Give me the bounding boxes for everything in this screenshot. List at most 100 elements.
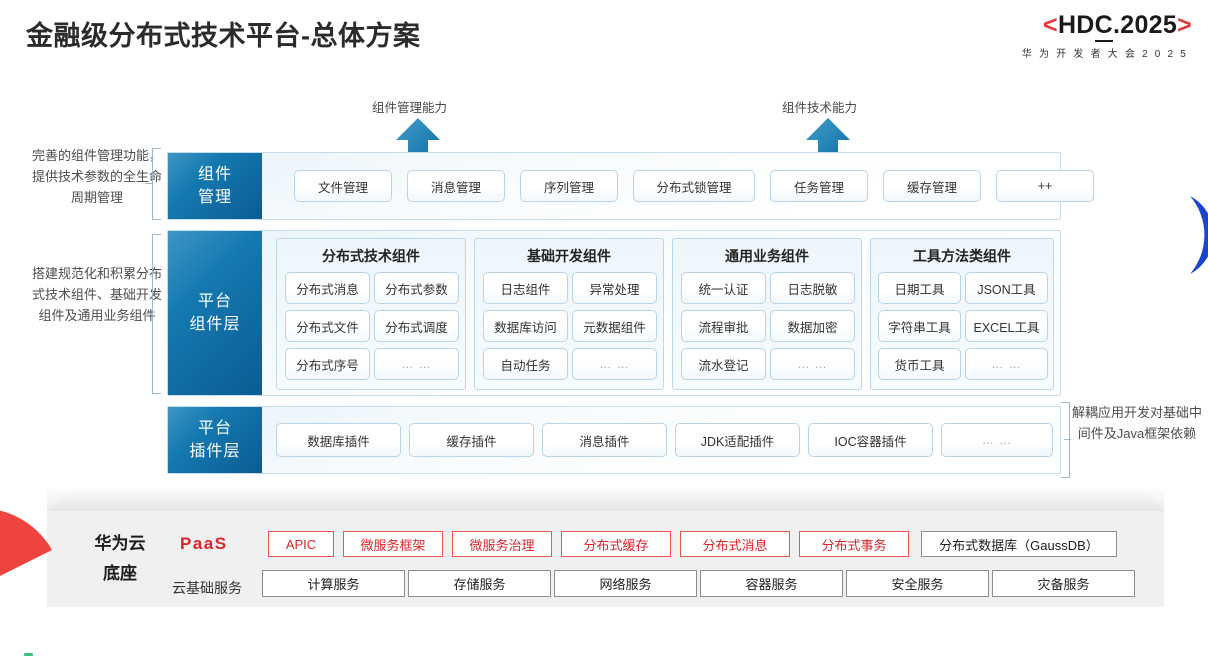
component-group-tool-methods: 工具方法类组件 日期工具 JSON工具 字符串工具 EXCEL工具 货币工具 …… <box>870 238 1054 390</box>
group-item[interactable]: 分布式参数 <box>374 272 459 304</box>
logo-bracket-left-icon: < <box>1043 11 1058 39</box>
layer-tag-component-management: 组件 管理 <box>168 153 262 219</box>
right-brace-tick-1 <box>1064 439 1071 441</box>
group-item[interactable]: JSON工具 <box>965 272 1048 304</box>
left-brace-1 <box>152 148 161 220</box>
hdc-logo: <HDC.2025> 华 为 开 发 者 大 会 2 0 2 5 <box>1021 11 1192 60</box>
component-item-message-management[interactable]: 消息管理 <box>407 170 505 202</box>
group-item[interactable]: 日志组件 <box>483 272 568 304</box>
plugin-item-database[interactable]: 数据库插件 <box>276 423 401 457</box>
component-group-distributed-tech: 分布式技术组件 分布式消息 分布式参数 分布式文件 分布式调度 分布式序号 … … <box>276 238 466 390</box>
group-item[interactable]: 分布式序号 <box>285 348 370 380</box>
capability-label-management: 组件管理能力 <box>372 101 448 115</box>
capability-label-technology: 组件技术能力 <box>782 101 858 115</box>
component-item-file-management[interactable]: 文件管理 <box>294 170 392 202</box>
plugin-item-message[interactable]: 消息插件 <box>542 423 667 457</box>
logo-underlined-letter: C <box>1094 11 1114 42</box>
left-annotation-2: 搭建规范化和积累分布式技术组件、基础开发组件及通用业务组件 <box>32 266 163 323</box>
logo-tail: .2025 <box>1113 11 1178 39</box>
platform-plugin-layer-card: 平台 插件层 数据库插件 缓存插件 消息插件 JDK适配插件 IOC容器插件 …… <box>167 406 1061 474</box>
group-item[interactable]: 统一认证 <box>681 272 766 304</box>
hdc-logo-subtitle: 华 为 开 发 者 大 会 2 0 2 5 <box>1021 49 1188 60</box>
cloud-item-security[interactable]: 安全服务 <box>846 570 989 597</box>
green-tick-marker-icon <box>24 653 33 656</box>
cloud-item-compute[interactable]: 计算服务 <box>262 570 405 597</box>
group-title: 通用业务组件 <box>725 248 809 264</box>
component-item-distributed-lock-management[interactable]: 分布式锁管理 <box>633 170 755 202</box>
component-item-more[interactable]: ++ <box>996 170 1094 202</box>
layer-tag-line2: 管理 <box>197 189 232 206</box>
cloud-item-storage[interactable]: 存储服务 <box>408 570 551 597</box>
paas-item-distributed-cache[interactable]: 分布式缓存 <box>561 531 671 557</box>
right-annotation-1: 解耦应用开发对基础中间件及Java框架依赖 <box>1072 405 1203 441</box>
layer-tag-platform-component: 平台 组件层 <box>168 231 262 395</box>
group-title: 基础开发组件 <box>527 248 611 264</box>
plugin-item-ioc-container[interactable]: IOC容器插件 <box>808 423 933 457</box>
hdc-logo-main: <HDC.2025> <box>1022 11 1192 42</box>
group-item[interactable]: 异常处理 <box>572 272 657 304</box>
group-item-more[interactable]: … … <box>770 348 855 380</box>
base-title-line2: 底座 <box>103 564 137 583</box>
component-group-general-business: 通用业务组件 统一认证 日志脱敏 流程审批 数据加密 流水登记 … … <box>672 238 862 390</box>
paas-item-distributed-database[interactable]: 分布式数据库（GaussDB） <box>921 531 1117 557</box>
paas-item-microservice-governance[interactable]: 微服务治理 <box>452 531 552 557</box>
cloud-item-network[interactable]: 网络服务 <box>554 570 697 597</box>
base-slab-top-surface <box>47 489 1164 511</box>
layer-tag-line1: 平台 <box>197 420 232 437</box>
left-annotation-1: 完善的组件管理功能，提供技术参数的全生命周期管理 <box>32 148 163 205</box>
arrow-up-management-icon <box>396 118 440 164</box>
base-title: 华为云 底座 <box>72 529 168 589</box>
logo-text: HD <box>1057 11 1095 39</box>
layer-tag-line2: 组件层 <box>189 316 241 333</box>
base-title-line1: 华为云 <box>94 534 146 553</box>
plugin-item-cache[interactable]: 缓存插件 <box>409 423 534 457</box>
layer-tag-platform-plugin: 平台 插件层 <box>168 407 262 473</box>
group-item-more[interactable]: … … <box>374 348 459 380</box>
component-item-cache-management[interactable]: 缓存管理 <box>883 170 981 202</box>
left-brace-tick-2 <box>145 313 152 315</box>
component-item-task-management[interactable]: 任务管理 <box>770 170 868 202</box>
page-title: 金融级分布式技术平台-总体方案 <box>26 21 421 51</box>
platform-component-layer-card: 平台 组件层 分布式技术组件 分布式消息 分布式参数 分布式文件 分布式调度 分… <box>167 230 1061 396</box>
arrow-up-technology-icon <box>806 118 850 164</box>
paas-item-distributed-message[interactable]: 分布式消息 <box>680 531 790 557</box>
group-item[interactable]: 分布式消息 <box>285 272 370 304</box>
group-item[interactable]: 货币工具 <box>878 348 961 380</box>
red-wedge-marker-icon <box>0 510 52 576</box>
cloud-base-service-label: 云基础服务 <box>172 580 242 596</box>
group-title: 分布式技术组件 <box>322 248 420 264</box>
paas-item-microservice-framework[interactable]: 微服务框架 <box>343 531 443 557</box>
cloud-item-container[interactable]: 容器服务 <box>700 570 843 597</box>
paas-item-apic[interactable]: APIC <box>268 531 334 557</box>
group-item[interactable]: 自动任务 <box>483 348 568 380</box>
group-item[interactable]: 元数据组件 <box>572 310 657 342</box>
left-brace-tick-1 <box>145 183 152 185</box>
group-item[interactable]: 日期工具 <box>878 272 961 304</box>
layer-tag-line1: 平台 <box>197 293 232 310</box>
group-item[interactable]: 日志脱敏 <box>770 272 855 304</box>
group-item[interactable]: 分布式调度 <box>374 310 459 342</box>
left-brace-2 <box>152 234 161 394</box>
plugin-item-more[interactable]: … … <box>941 423 1053 457</box>
group-item[interactable]: 数据加密 <box>770 310 855 342</box>
layer-tag-line2: 插件层 <box>189 443 241 460</box>
cloud-item-disaster-recovery[interactable]: 灾备服务 <box>992 570 1135 597</box>
paas-label: PaaS <box>180 534 228 553</box>
logo-bracket-right-icon: > <box>1177 11 1192 39</box>
group-item[interactable]: 分布式文件 <box>285 310 370 342</box>
plugin-item-jdk-adapter[interactable]: JDK适配插件 <box>675 423 800 457</box>
group-item-more[interactable]: … … <box>965 348 1048 380</box>
group-item[interactable]: 数据库访问 <box>483 310 568 342</box>
layer-tag-line1: 组件 <box>197 166 232 183</box>
component-management-card: 组件 管理 文件管理 消息管理 序列管理 分布式锁管理 任务管理 缓存管理 ++ <box>167 152 1094 220</box>
component-group-basic-dev: 基础开发组件 日志组件 异常处理 数据库访问 元数据组件 自动任务 … … <box>474 238 664 390</box>
component-item-sequence-management[interactable]: 序列管理 <box>520 170 618 202</box>
group-item[interactable]: 流程审批 <box>681 310 766 342</box>
group-title: 工具方法类组件 <box>913 248 1011 264</box>
group-item[interactable]: 字符串工具 <box>878 310 961 342</box>
group-item[interactable]: 流水登记 <box>681 348 766 380</box>
group-item[interactable]: EXCEL工具 <box>965 310 1048 342</box>
group-item-more[interactable]: … … <box>572 348 657 380</box>
paas-item-distributed-transaction[interactable]: 分布式事务 <box>799 531 909 557</box>
